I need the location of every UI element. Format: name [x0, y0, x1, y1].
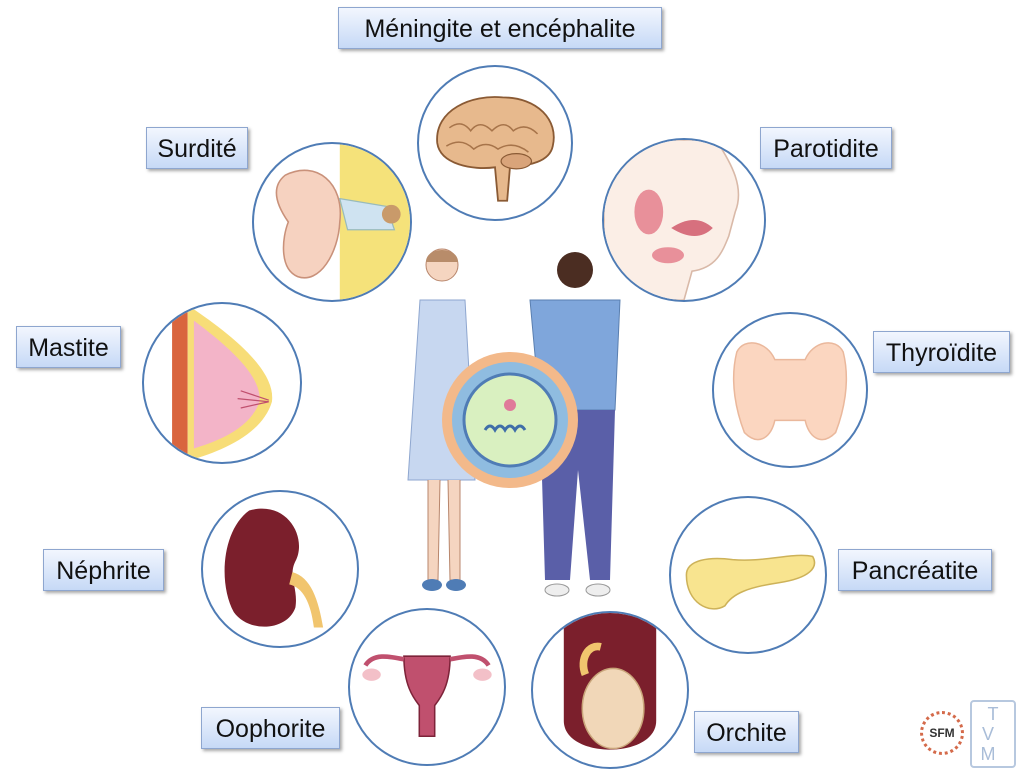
sfm-logo-text: SFM	[929, 726, 955, 740]
mumps-virus-icon	[442, 352, 578, 488]
label-thyroidite: Thyroïdite	[873, 331, 1010, 373]
tvm-logo-text: TVM	[980, 704, 1009, 764]
label-oophorite: Oophorite	[201, 707, 340, 749]
thyroid-illustration	[712, 312, 868, 468]
label-surdite: Surdité	[146, 127, 248, 169]
breast-illustration	[142, 302, 302, 464]
label-meningite: Méningite et encéphalite	[338, 7, 662, 49]
brain-illustration	[417, 65, 573, 221]
kidney-illustration	[201, 490, 359, 648]
parotid-face-illustration	[602, 138, 766, 302]
testis-illustration	[531, 611, 689, 769]
label-orchite: Orchite	[694, 711, 799, 753]
label-parotidite: Parotidite	[760, 127, 892, 169]
pancreas-illustration	[669, 496, 827, 654]
people-and-mumps-virus-illustration	[380, 240, 660, 610]
sfm-logo: SFM	[920, 711, 964, 755]
uterus-ovaries-illustration	[348, 608, 506, 766]
label-pancreatite: Pancréatite	[838, 549, 992, 591]
ear-illustration	[252, 142, 412, 302]
tvm-logo: TVM	[970, 700, 1016, 768]
label-nephrite: Néphrite	[43, 549, 164, 591]
label-mastite: Mastite	[16, 326, 121, 368]
